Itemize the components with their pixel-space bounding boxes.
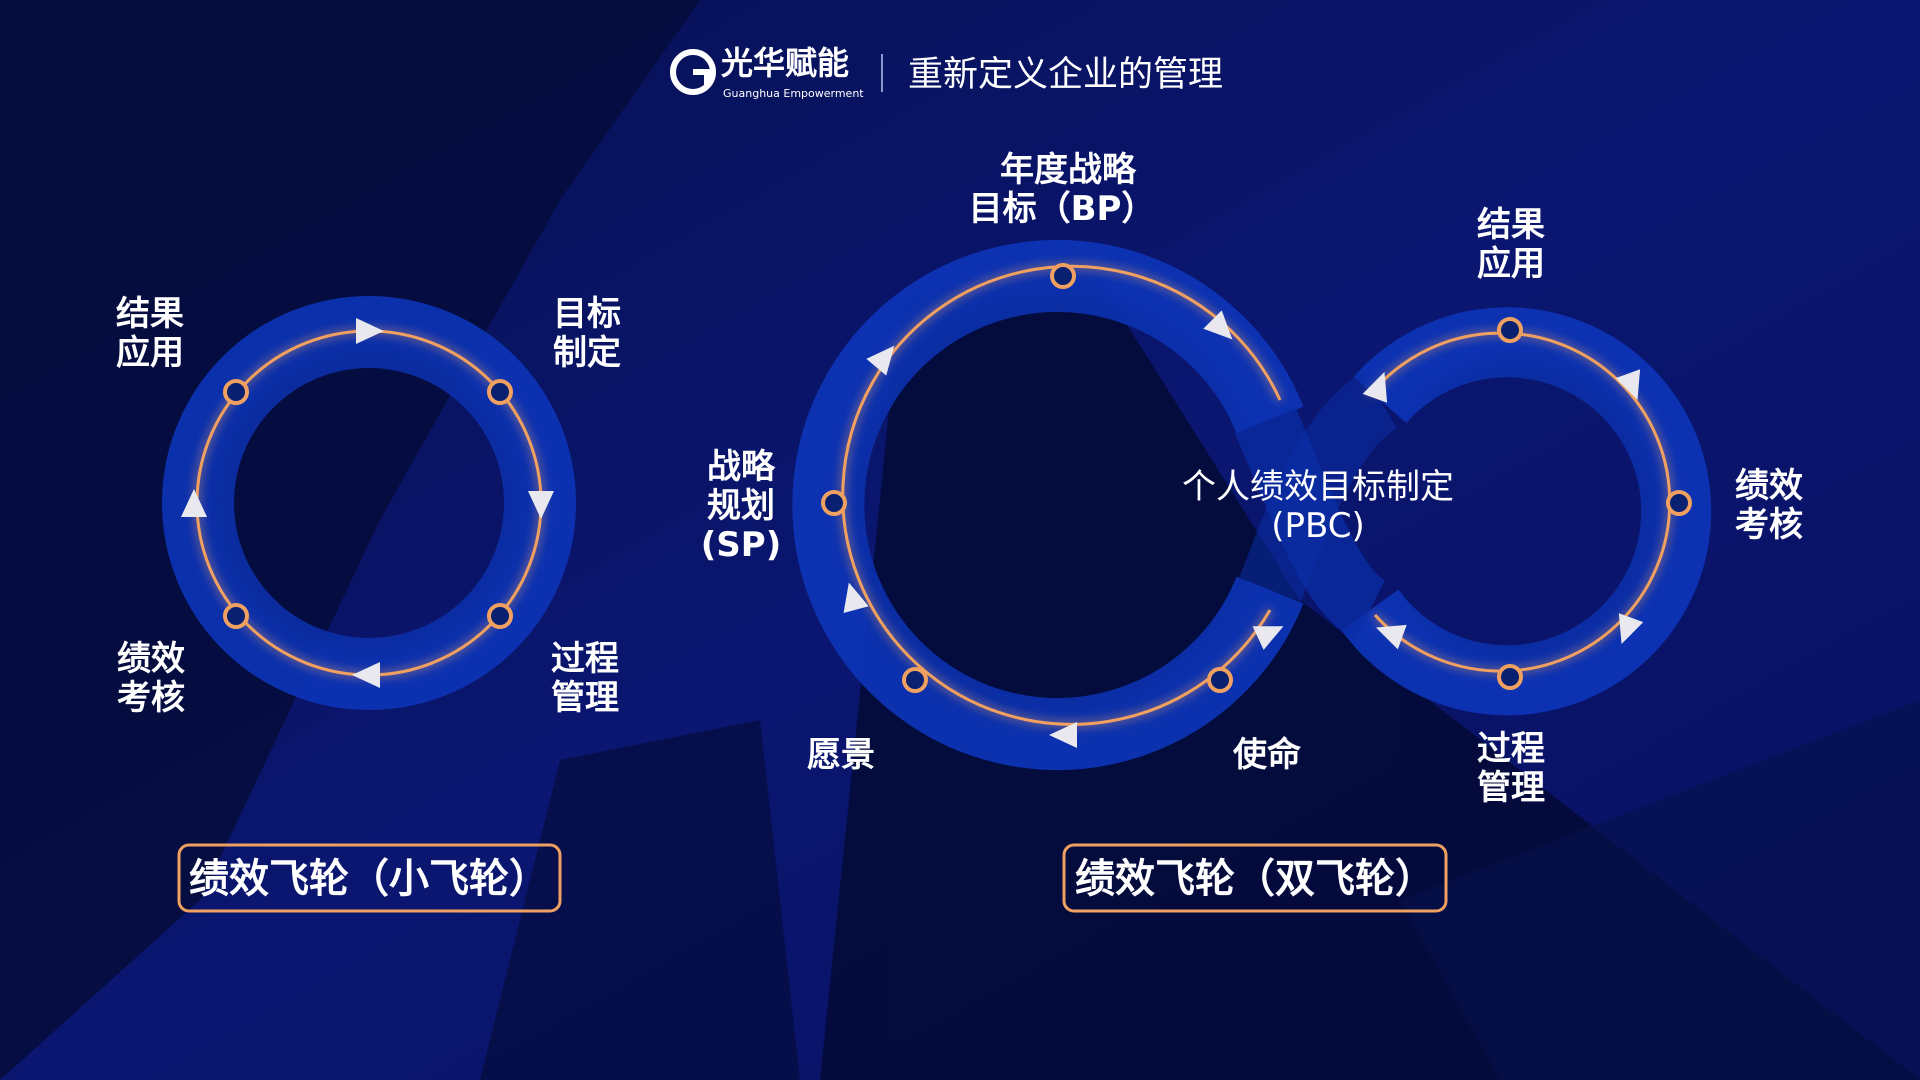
title-small-flywheel: 绩效飞轮（小飞轮） xyxy=(189,856,549,902)
label-pbc-2: (PBC) xyxy=(1271,506,1365,546)
label-strategy: 战略 xyxy=(707,447,776,487)
arrow-icon xyxy=(1252,626,1284,650)
arrows xyxy=(181,318,554,688)
small-flywheel: 结果 应用 目标 制定 绩效 考核 过程 管理 绩效飞轮（小飞轮） xyxy=(116,294,621,913)
label-result: 结果 xyxy=(1477,205,1545,245)
arrow-icon xyxy=(1375,624,1407,650)
label-strategy-2: 规划 xyxy=(707,486,775,526)
node xyxy=(1497,317,1523,343)
node xyxy=(223,603,249,629)
arrow-icon xyxy=(1618,613,1644,645)
title-badge-double xyxy=(1062,843,1448,913)
arrow-icon xyxy=(1203,310,1233,340)
node xyxy=(487,603,513,629)
node xyxy=(1207,667,1233,693)
nodes xyxy=(821,263,1692,693)
arrows xyxy=(843,310,1644,748)
label-process-2: 管理 xyxy=(551,678,619,718)
label-pbc: 个人绩效目标制定 xyxy=(1182,467,1454,507)
logo-text: 光华赋能 xyxy=(721,44,849,82)
label-process-2: 管理 xyxy=(1477,768,1545,808)
label-assess-2: 考核 xyxy=(1735,505,1803,545)
label-annual-goal: 年度战略 xyxy=(1000,150,1137,190)
node xyxy=(1050,263,1076,289)
left-orange-ring xyxy=(841,264,1282,726)
label-goal: 目标 xyxy=(553,294,621,334)
label-result-2: 应用 xyxy=(1477,244,1545,284)
arrow-icon xyxy=(352,662,380,688)
node xyxy=(902,667,928,693)
label-assess: 绩效 xyxy=(117,639,185,679)
label-vision: 愿景 xyxy=(807,735,875,775)
logo: 光华赋能 Guanghua Empowerment xyxy=(670,44,864,100)
label-process: 过程 xyxy=(1477,729,1545,769)
arrow-icon xyxy=(866,345,895,376)
right-ring-band xyxy=(1341,307,1712,716)
label-assess-2: 考核 xyxy=(117,678,185,718)
label-mission: 使命 xyxy=(1232,735,1301,775)
logo-subtext: Guanghua Empowerment xyxy=(723,87,864,100)
label-result-2: 应用 xyxy=(116,333,184,373)
arrow-icon xyxy=(843,582,869,613)
title-double-flywheel: 绩效飞轮（双飞轮） xyxy=(1075,856,1435,902)
label-result: 结果 xyxy=(116,294,184,334)
header: 光华赋能 Guanghua Empowerment 重新定义企业的管理 xyxy=(670,44,1223,100)
arrow-icon xyxy=(1362,371,1388,403)
nodes xyxy=(223,379,513,629)
node xyxy=(1497,664,1523,690)
node xyxy=(487,379,513,405)
label-assess: 绩效 xyxy=(1735,466,1803,506)
crossing-band xyxy=(1239,371,1399,602)
label-annual-goal-2: 目标（BP） xyxy=(969,189,1156,229)
arrow-icon xyxy=(1615,369,1641,401)
logo-g-icon xyxy=(670,49,716,95)
label-goal-2: 制定 xyxy=(553,333,621,373)
arrow-icon xyxy=(528,491,554,519)
arrow-icon xyxy=(181,489,207,517)
tagline: 重新定义企业的管理 xyxy=(908,55,1223,95)
title-badge-small xyxy=(177,843,562,913)
arrow-icon xyxy=(1049,722,1077,748)
node xyxy=(821,490,847,516)
double-flywheel: 年度战略 目标（BP） 战略 规划 (SP) 愿景 使命 个人绩效目标制定 (P… xyxy=(701,150,1803,913)
arrow-icon xyxy=(356,318,384,344)
label-process: 过程 xyxy=(551,639,619,679)
node xyxy=(1666,490,1692,516)
node xyxy=(223,379,249,405)
label-strategy-3: (SP) xyxy=(701,525,781,565)
